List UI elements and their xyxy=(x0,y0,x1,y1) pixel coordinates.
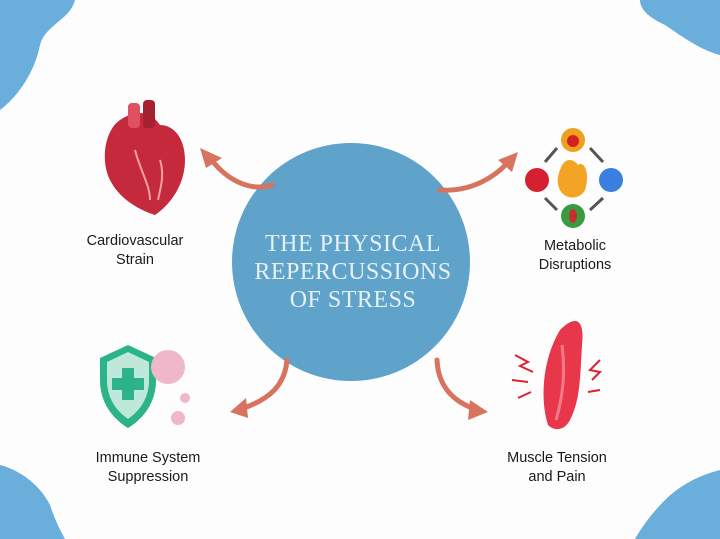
label-line: Disruptions xyxy=(538,257,612,273)
central-title: THE PHYSICAL REPERCUSSIONS OF STRESS xyxy=(233,230,473,314)
label-line: Immune System xyxy=(95,450,201,466)
label-line: Metabolic xyxy=(543,238,607,254)
label-line: Suppression xyxy=(107,469,189,485)
immune-label: Immune System Suppression xyxy=(68,449,228,487)
corner-blob-bottom-right xyxy=(635,470,720,539)
cardiovascular-label: Cardiovascular Strain xyxy=(70,232,200,270)
central-circle xyxy=(232,143,470,381)
label-line: Strain xyxy=(116,252,154,268)
heart-icon xyxy=(104,100,185,215)
label-line: and Pain xyxy=(528,469,586,485)
title-line: REPERCUSSIONS xyxy=(254,259,452,285)
arrow-to-metabolic xyxy=(437,157,513,193)
corner-blob-top-right xyxy=(640,0,720,55)
corner-blob-top-left xyxy=(0,0,75,110)
label-line: Muscle Tension xyxy=(507,450,607,466)
corner-blob-bottom-left xyxy=(0,465,65,539)
muscle-pain-icon xyxy=(511,321,603,430)
shield-virus-icon xyxy=(100,345,190,428)
title-line: THE PHYSICAL xyxy=(264,231,441,257)
title-line: OF STRESS xyxy=(289,287,417,313)
muscle-label: Muscle Tension and Pain xyxy=(482,449,632,487)
label-line: Cardiovascular xyxy=(86,233,184,249)
metabolism-cycle-icon xyxy=(525,128,623,228)
metabolic-label: Metabolic Disruptions xyxy=(510,237,640,275)
